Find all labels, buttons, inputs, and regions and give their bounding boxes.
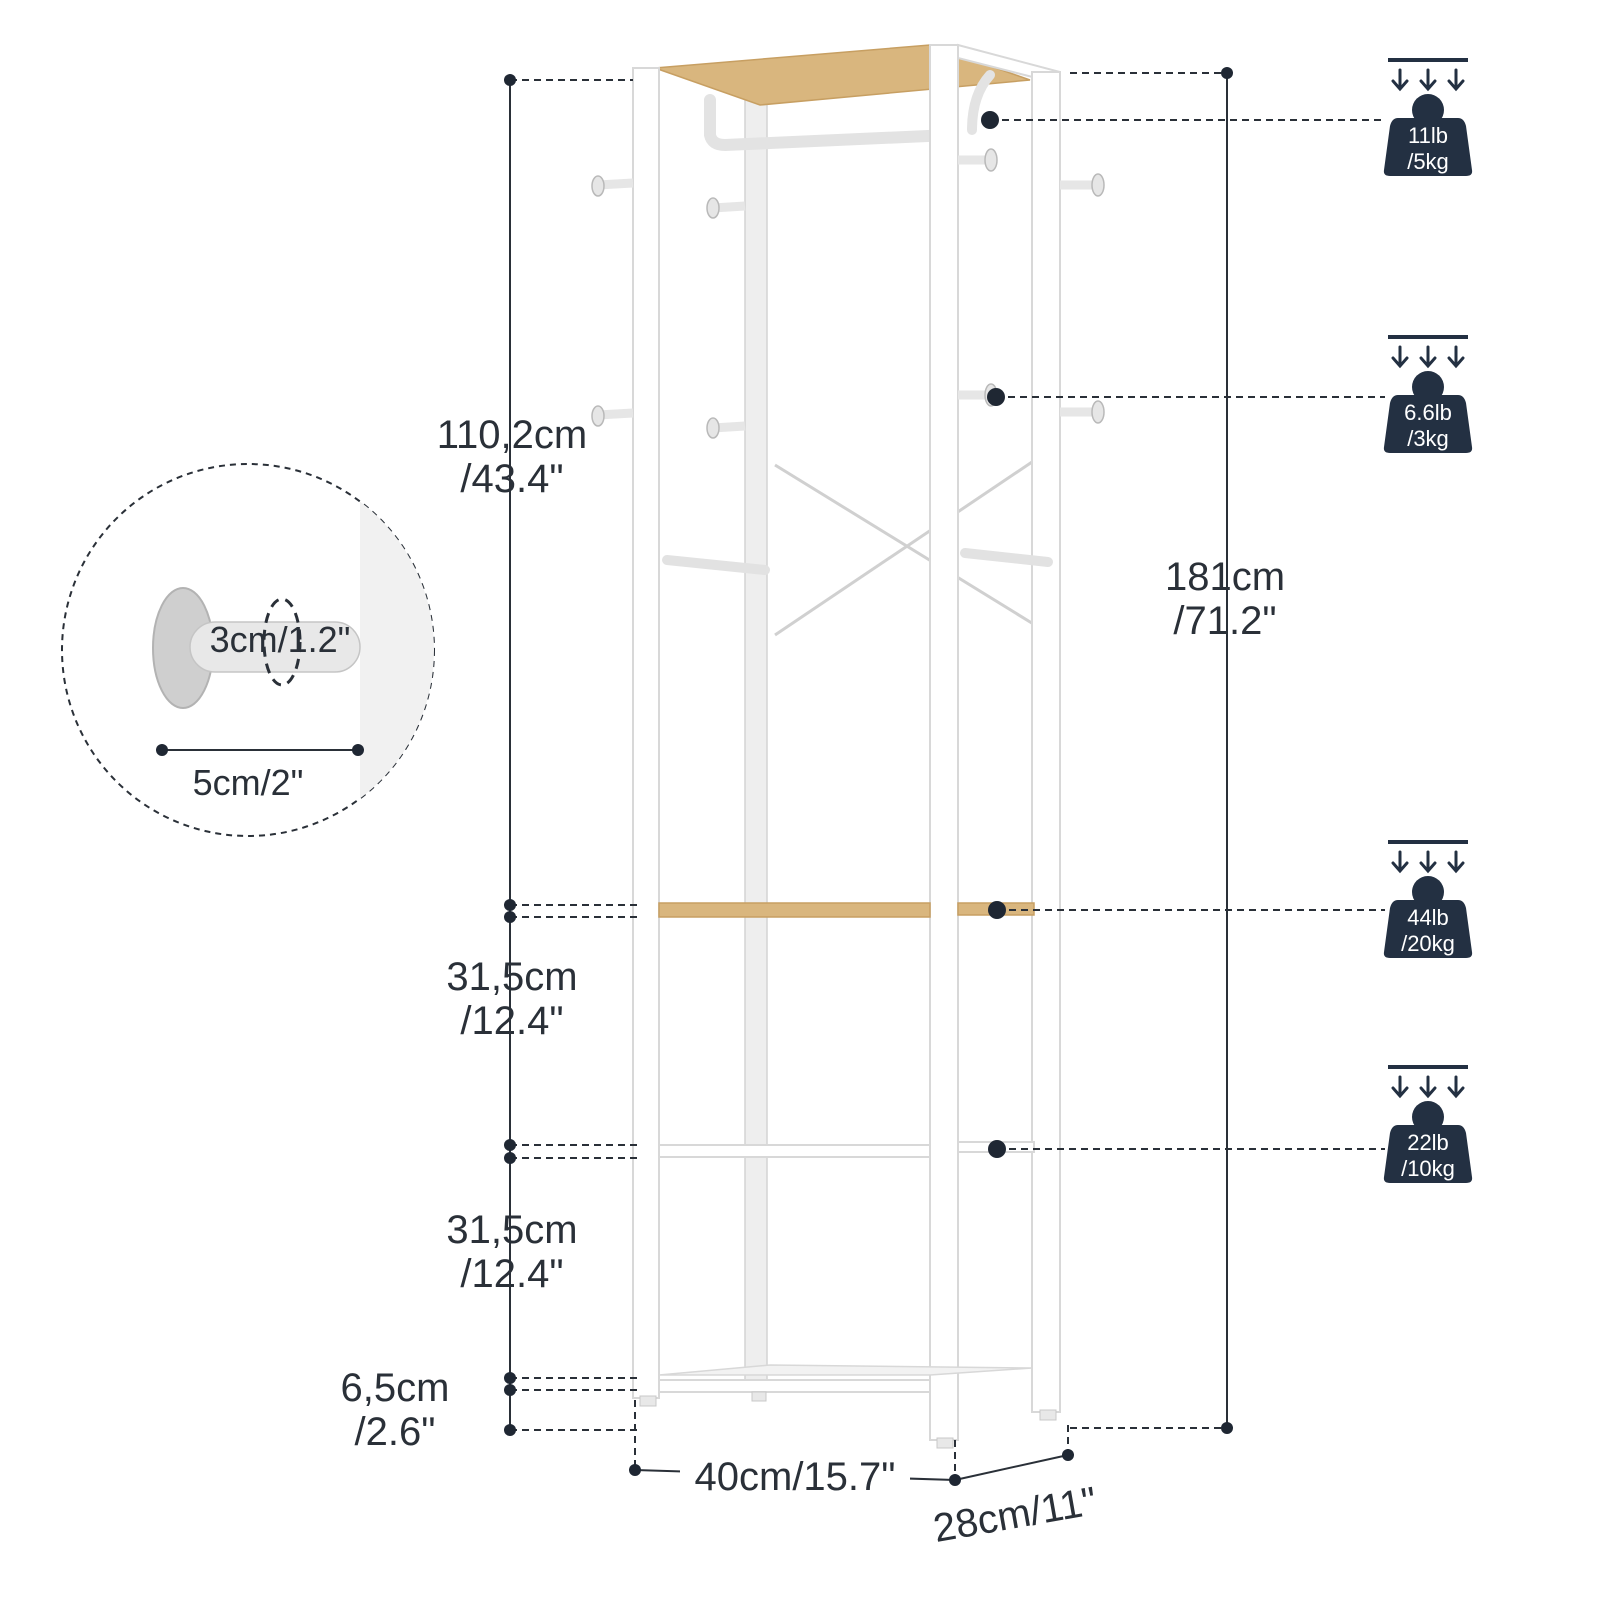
hanging-rod xyxy=(704,94,956,152)
load-badge: 22lb/10kg xyxy=(1383,1065,1473,1183)
foot xyxy=(639,1395,657,1407)
coat-rack-illustration xyxy=(591,43,1105,1449)
hooks xyxy=(591,148,1105,439)
load-lb: 44lb xyxy=(1407,905,1449,930)
load-badge: 44lb/20kg xyxy=(1383,840,1473,958)
total-height-in: /71.2" xyxy=(1173,599,1276,643)
front-left-post xyxy=(632,67,660,1399)
total-height-cm: 181cm xyxy=(1165,555,1285,599)
side-rail-left xyxy=(662,555,770,575)
hook-knob xyxy=(706,197,720,219)
hook-knob xyxy=(591,175,605,197)
width-label: 40cm/15.7" xyxy=(695,1455,896,1499)
load-bar xyxy=(1388,58,1468,62)
load-lb: 22lb xyxy=(1407,1130,1449,1155)
down-arrow-icon xyxy=(1391,850,1409,874)
down-arrow-icon xyxy=(1447,345,1465,369)
top-section-cm: 110,2cm xyxy=(437,413,587,457)
load-badge: 11lb/5kg xyxy=(1383,58,1473,176)
load-kg: /3kg xyxy=(1407,426,1449,451)
bottom-clearance-cm: 6,5cm xyxy=(341,1366,450,1410)
weight-body xyxy=(1383,1125,1473,1183)
down-arrow-icon xyxy=(1391,1075,1409,1099)
load-lb: 6.6lb xyxy=(1404,400,1452,425)
load-kg: /20kg xyxy=(1401,931,1455,956)
down-arrow-icon xyxy=(1419,68,1437,92)
load-lb: 11lb xyxy=(1408,123,1448,148)
bottom-mesh-shelf xyxy=(658,1364,1033,1376)
lower-section-cm: 31,5cm xyxy=(446,1208,577,1252)
load-kg: /10kg xyxy=(1401,1156,1455,1181)
bottom-shelf-rail xyxy=(658,1379,931,1393)
weight-body xyxy=(1383,900,1473,958)
left-height-dimensions: 110,2cm /43.4" 31,5cm /12.4" 31,5cm /12.… xyxy=(341,74,640,1454)
load-kg: /5kg xyxy=(1407,149,1449,174)
rod-hook xyxy=(967,70,995,135)
load-bar xyxy=(1388,1065,1468,1069)
load-badges: 11lb/5kg 6.6lb/3kg 44lb/20kg 22lb/10kg xyxy=(1383,58,1473,1183)
wall-post-closeup xyxy=(360,464,434,836)
lower-section-in: /12.4" xyxy=(460,1252,563,1296)
down-arrow-icon xyxy=(1419,1075,1437,1099)
down-arrow-icon xyxy=(1391,68,1409,92)
width-depth-dimensions: 40cm/15.7" 28cm/11" xyxy=(629,1400,1100,1551)
down-arrow-icon xyxy=(1447,850,1465,874)
hook-knob xyxy=(706,417,720,439)
top-section-in: /43.4" xyxy=(460,457,563,501)
middle-shelf-front xyxy=(658,902,931,918)
hook-knob xyxy=(591,405,605,427)
down-arrow-icon xyxy=(1419,850,1437,874)
hook-diameter-label: 3cm/1.2" xyxy=(210,619,351,660)
middle-section-cm: 31,5cm xyxy=(446,955,577,999)
middle-section-in: /12.4" xyxy=(460,999,563,1043)
foot xyxy=(936,1437,954,1449)
cross-brace-2 xyxy=(774,458,1036,637)
right-side-post xyxy=(1031,71,1061,1413)
hook-knob xyxy=(984,148,998,172)
down-arrow-icon xyxy=(1447,68,1465,92)
weight-body xyxy=(1383,395,1473,453)
total-height-dimension: 181cm /71.2" xyxy=(1070,67,1285,1434)
bottom-clearance-in: /2.6" xyxy=(355,1410,436,1454)
load-badge: 6.6lb/3kg xyxy=(1383,335,1473,453)
hook-shaft xyxy=(189,621,361,673)
depth-label: 28cm/11" xyxy=(930,1479,1100,1551)
down-arrow-icon xyxy=(1447,1075,1465,1099)
hook-length-label: 5cm/2" xyxy=(193,762,304,803)
side-rail-right xyxy=(960,548,1053,567)
hook-knob xyxy=(1091,400,1105,424)
back-left-post xyxy=(744,99,768,1391)
load-callout-lines xyxy=(981,111,1385,1158)
diameter-marker xyxy=(262,597,302,687)
foot xyxy=(1039,1409,1057,1421)
weight-body xyxy=(1383,118,1473,176)
hook-knob xyxy=(1091,173,1105,197)
load-bar xyxy=(1388,840,1468,844)
lower-shelf xyxy=(658,1144,931,1158)
cross-brace-1 xyxy=(774,463,1036,627)
front-right-post xyxy=(929,44,959,1441)
load-bar xyxy=(1388,335,1468,339)
foot xyxy=(751,1391,767,1402)
hook-detail-callout: 3cm/1.2" 5cm/2" xyxy=(61,463,435,837)
down-arrow-icon xyxy=(1419,345,1437,369)
down-arrow-icon xyxy=(1391,345,1409,369)
